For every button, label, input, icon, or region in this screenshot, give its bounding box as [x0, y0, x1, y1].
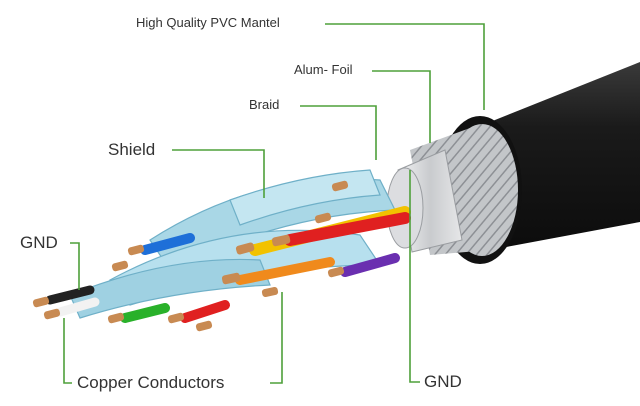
label-copper-conductors: Copper Conductors [77, 373, 225, 392]
leader-gnd-bottom [409, 170, 420, 383]
leader-lines [63, 23, 485, 384]
leader-braid [300, 105, 377, 160]
leader-pvc [325, 23, 485, 110]
inner-wires [45, 206, 411, 323]
label-gnd-left: GND [20, 233, 58, 252]
label-alum-foil: Alum- Foil [294, 62, 353, 77]
leader-foil [372, 70, 431, 143]
leader-copper-right [270, 292, 283, 384]
leader-gnd-left [70, 242, 80, 290]
label-braid: Braid [249, 97, 280, 112]
label-shield: Shield [108, 140, 156, 159]
copper-tips [32, 180, 349, 332]
leader-shield [172, 149, 265, 198]
leader-copper-left [63, 318, 72, 384]
shield-wraps [69, 169, 396, 319]
label-gnd-bottom: GND [424, 372, 462, 391]
label-pvc-mantel: High Quality PVC Mantel [136, 15, 280, 30]
